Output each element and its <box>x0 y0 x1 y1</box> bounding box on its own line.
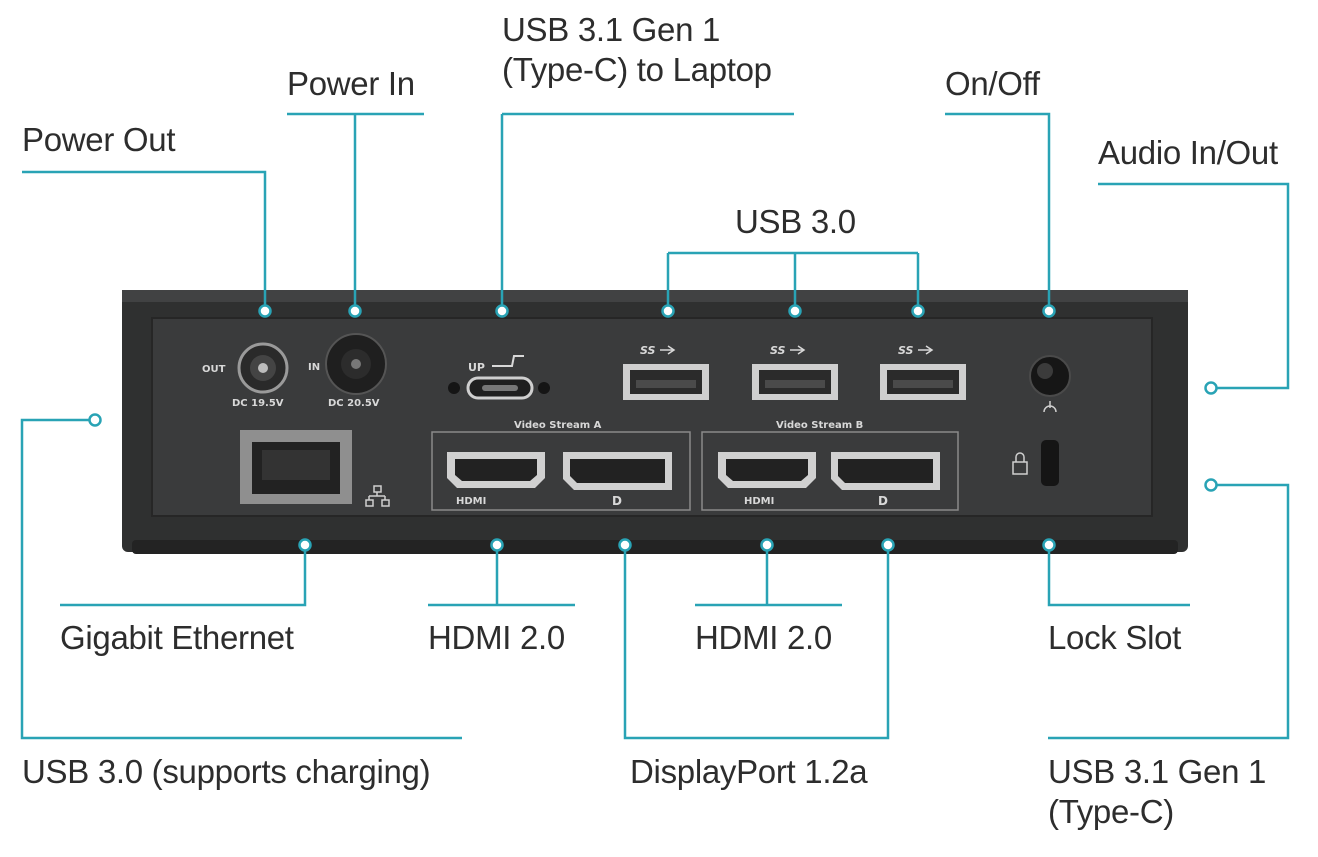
lock-slot <box>1041 440 1059 486</box>
displayport-a <box>563 452 672 490</box>
callout-displayport <box>623 545 890 740</box>
callout-usb30-top <box>666 251 920 311</box>
power-symbol-icon <box>1043 401 1057 413</box>
usb-a-port-2 <box>752 364 838 400</box>
label-gigabit: Gigabit Ethernet <box>60 619 294 656</box>
label-usb-c-laptop: USB 3.1 Gen 1 (Type-C) to Laptop <box>502 10 772 90</box>
hdmi-port-a <box>447 452 545 488</box>
device-base <box>132 540 1178 554</box>
marker-hdmi-a <box>490 538 504 552</box>
ss-logo-2: SS <box>770 344 786 357</box>
usb-symbol-icon <box>790 345 806 355</box>
marker-hdmi-b <box>760 538 774 552</box>
marker-power-out <box>258 304 272 318</box>
print-in: IN <box>308 362 320 373</box>
callout-gigabit <box>60 545 307 607</box>
power-out-port <box>237 342 289 394</box>
ss-logo-1: SS <box>640 344 656 357</box>
marker-usb-c-front <box>1204 478 1218 492</box>
print-stream-b: Video Stream B <box>776 420 863 431</box>
callout-audio <box>1098 182 1290 390</box>
callout-usb-c-front <box>1048 483 1290 740</box>
print-out: OUT <box>202 364 226 375</box>
usb-c-laptop-port <box>448 376 550 400</box>
callout-lines <box>20 112 1290 740</box>
usb-symbol-icon <box>918 345 934 355</box>
video-stream-a-frame <box>431 431 691 511</box>
power-button <box>1029 355 1071 397</box>
label-usb30-charging: USB 3.0 (supports charging) <box>22 753 431 790</box>
callout-lock <box>1047 545 1190 607</box>
marker-gigabit <box>298 538 312 552</box>
label-usb30-top: USB 3.0 <box>735 203 856 240</box>
marker-on-off <box>1042 304 1056 318</box>
label-hdmi-b: HDMI 2.0 <box>695 619 832 656</box>
video-stream-b-frame <box>701 431 959 511</box>
power-in-port <box>325 333 387 395</box>
marker-power-in <box>348 304 362 318</box>
marker-lock <box>1042 538 1056 552</box>
usb-a-port-1 <box>623 364 709 400</box>
dp-mark-a: D <box>612 494 622 508</box>
label-usb-c-laptop-line2: (Type-C) to Laptop <box>502 51 772 88</box>
marker-displayport-a <box>618 538 632 552</box>
label-usb-c-laptop-line1: USB 3.1 Gen 1 <box>502 11 721 48</box>
callout-power-out <box>22 170 267 311</box>
displayport-b <box>831 452 940 490</box>
label-displayport: DisplayPort 1.2a <box>630 753 868 790</box>
dp-mark-b: D <box>878 494 888 508</box>
marker-usb30-charging <box>88 413 102 427</box>
callout-usb30-charging <box>20 418 462 740</box>
label-usb-c-front: USB 3.1 Gen 1 (Type-C) <box>1048 752 1266 832</box>
label-power-in: Power In <box>287 65 415 102</box>
callout-on-off <box>945 112 1051 311</box>
print-hdmi-b: HDMI <box>744 496 774 507</box>
print-dc-in: DC 20.5V <box>328 398 380 409</box>
marker-usb30-2 <box>788 304 802 318</box>
label-usb-c-front-line2: (Type-C) <box>1048 793 1174 830</box>
callout-hdmi-b <box>695 545 842 607</box>
label-audio: Audio In/Out <box>1098 134 1278 171</box>
hdmi-port-b <box>718 452 816 488</box>
laptop-connect-icon <box>492 355 524 367</box>
marker-usb-c-laptop <box>495 304 509 318</box>
ethernet-port <box>240 430 352 504</box>
label-hdmi-a: HDMI 2.0 <box>428 619 565 656</box>
label-power-out: Power Out <box>22 121 176 158</box>
callout-power-in <box>287 112 424 311</box>
ss-logo-3: SS <box>898 344 914 357</box>
usb-symbol-icon <box>660 345 676 355</box>
print-up: UP <box>468 361 485 374</box>
callout-usb-c-laptop <box>500 112 794 311</box>
network-icon <box>365 485 390 507</box>
label-lock: Lock Slot <box>1048 619 1182 656</box>
label-on-off: On/Off <box>945 65 1040 102</box>
print-dc-out: DC 19.5V <box>232 398 284 409</box>
callout-hdmi-a <box>428 545 575 607</box>
marker-displayport-b <box>881 538 895 552</box>
print-hdmi-a: HDMI <box>456 496 486 507</box>
usb-a-port-3 <box>880 364 966 400</box>
lock-icon <box>1012 452 1028 475</box>
print-stream-a: Video Stream A <box>514 420 602 431</box>
marker-usb30-1 <box>661 304 675 318</box>
label-usb-c-front-line1: USB 3.1 Gen 1 <box>1048 753 1267 790</box>
device-top-edge <box>122 290 1188 302</box>
callout-markers <box>88 304 1218 552</box>
marker-audio <box>1204 381 1218 395</box>
marker-usb30-3 <box>911 304 925 318</box>
